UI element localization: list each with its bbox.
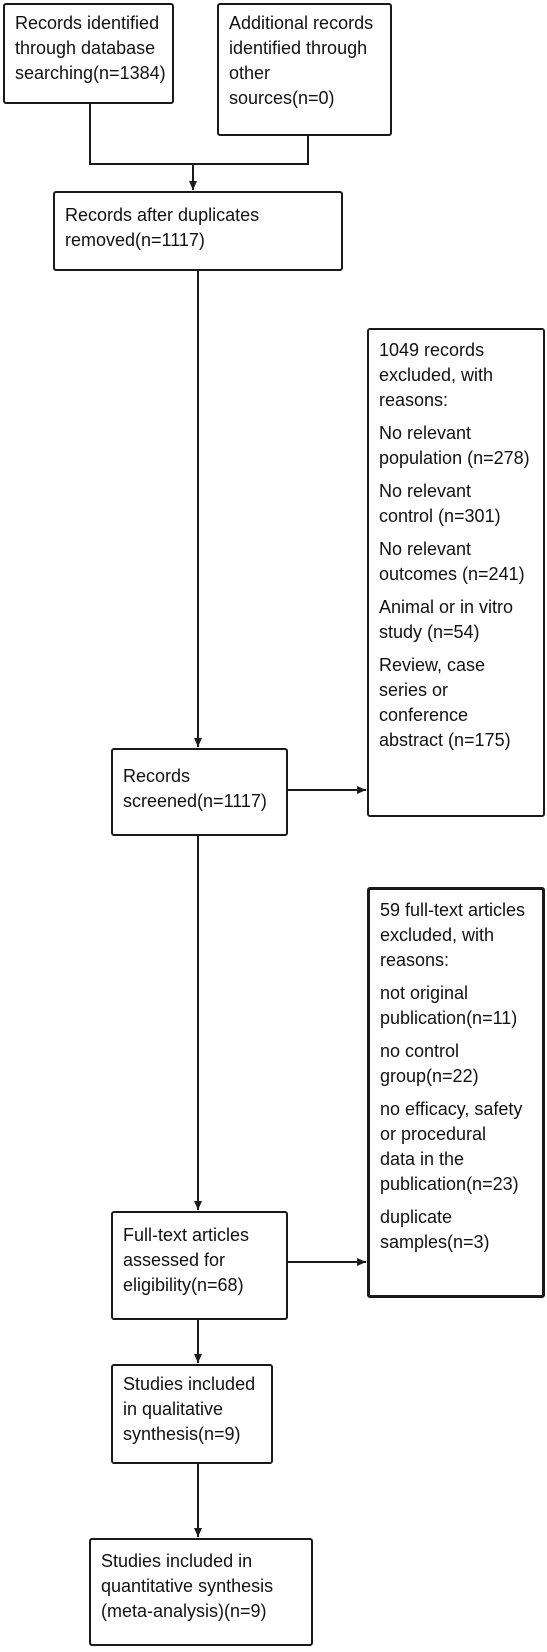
exclusion-reason: Animal or in vitro study (n=54) [379, 597, 514, 642]
exclusion-reason: no efficacy, safety or procedural data i… [380, 1099, 523, 1194]
duplicates-removed-box: Records after duplicates removed(n=1117) [53, 191, 343, 271]
exclusion-reason: Review, case series or conference abstra… [379, 655, 511, 750]
fulltext-assessed-box: Full-text articles assessed for eligibil… [111, 1211, 288, 1320]
quantitative-synthesis-box: Studies included in quantitative synthes… [89, 1538, 313, 1646]
exclusion-reason: No relevant outcomes (n=241) [379, 539, 525, 584]
exclusion-reason: no control group(n=22) [380, 1041, 479, 1086]
exclusion-reason: No relevant control (n=301) [379, 481, 501, 526]
fulltext-excluded-box: 59 full-text articles excluded, with rea… [367, 887, 545, 1298]
connector-db-to-merge [89, 102, 193, 165]
records-screened-box: Records screened(n=1117) [111, 748, 288, 836]
exclusion-reason: not original publication(n=11) [380, 983, 518, 1028]
exclusion-reason: duplicate samples(n=3) [380, 1207, 490, 1252]
exclusion-reason: No relevant population (n=278) [379, 423, 530, 468]
records-database-box: Records identified through database sear… [3, 3, 174, 104]
qualitative-synthesis-box: Studies included in qualitative synthesi… [111, 1364, 273, 1464]
connector-other-to-merge [193, 134, 309, 165]
additional-records-box: Additional records identified through ot… [217, 3, 392, 136]
records-excluded-box: 1049 records excluded, with reasons: No … [367, 328, 545, 817]
